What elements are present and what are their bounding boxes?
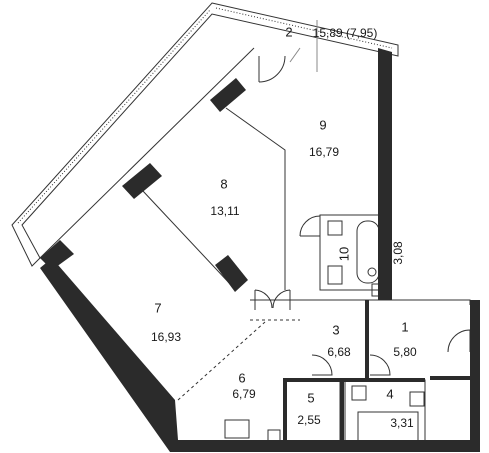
room-7-number: 7 bbox=[154, 300, 162, 316]
room-5-number: 5 bbox=[307, 390, 315, 406]
room-6-area: 6,79 bbox=[232, 387, 256, 401]
room-8-area: 13,11 bbox=[210, 204, 240, 218]
room-2-number: 2 bbox=[285, 24, 293, 40]
door-swing-room9-a bbox=[254, 289, 273, 310]
room-1-area: 5,80 bbox=[393, 345, 417, 359]
wall-block-room9 bbox=[210, 78, 246, 112]
room-10-area: 3,08 bbox=[391, 241, 405, 265]
wall-block-room8-bottom bbox=[215, 255, 248, 292]
room-1-number: 1 bbox=[401, 319, 409, 335]
room10-toilet bbox=[327, 265, 343, 285]
room10-sink bbox=[327, 220, 343, 236]
room-6-number: 6 bbox=[238, 370, 246, 386]
exterior-wall-main bbox=[40, 258, 480, 452]
room-4-area: 3,31 bbox=[390, 416, 414, 430]
partition-room10-right bbox=[380, 215, 384, 300]
room-10-number: 10 bbox=[336, 246, 352, 262]
room10-drain-icon bbox=[367, 267, 377, 277]
room4-sink bbox=[351, 385, 367, 401]
exterior-wall-right-bottom bbox=[470, 300, 480, 452]
partition-room8-left bbox=[141, 189, 233, 287]
partition-room1-bottom bbox=[430, 376, 470, 380]
room-9-area: 16,79 bbox=[308, 145, 340, 159]
room4-frame bbox=[344, 379, 426, 449]
door-swing-room5 bbox=[311, 354, 333, 376]
room6-sink bbox=[224, 419, 250, 439]
door-swing-room10 bbox=[299, 215, 321, 237]
room4-toilet bbox=[409, 391, 425, 407]
room-9-number: 9 bbox=[319, 117, 327, 133]
column-top-right bbox=[378, 52, 392, 92]
wall-block-room8 bbox=[122, 163, 162, 199]
balcony-door-swing bbox=[258, 55, 286, 83]
wall-block-room7 bbox=[40, 240, 74, 270]
partition-room9-left bbox=[225, 107, 286, 290]
balcony-railing bbox=[17, 7, 393, 224]
balcony-inner-edge bbox=[39, 47, 255, 259]
door-swing-room9-b bbox=[272, 289, 291, 310]
room-3-area: 6,68 bbox=[327, 345, 351, 359]
balcony-outline bbox=[11, 2, 399, 267]
room6-dashed-divider bbox=[177, 321, 266, 401]
room-7-area: 16,93 bbox=[150, 330, 182, 344]
room-8-number: 8 bbox=[220, 176, 228, 192]
partition-room4-5 bbox=[340, 378, 344, 448]
door-swing-room4 bbox=[369, 354, 391, 376]
corridor-line bbox=[250, 299, 471, 305]
door-swing-room1 bbox=[447, 329, 471, 353]
balcony-divider bbox=[289, 47, 301, 63]
room-5-area: 2,55 bbox=[297, 413, 321, 427]
room-2-area: 15,89 (7,95) bbox=[312, 26, 378, 40]
partition-room1-left bbox=[365, 300, 369, 378]
partition-room3-4 bbox=[285, 378, 425, 382]
room-3-number: 3 bbox=[332, 322, 340, 338]
room-4-number: 4 bbox=[386, 386, 394, 402]
partition-room5-left bbox=[283, 378, 287, 448]
